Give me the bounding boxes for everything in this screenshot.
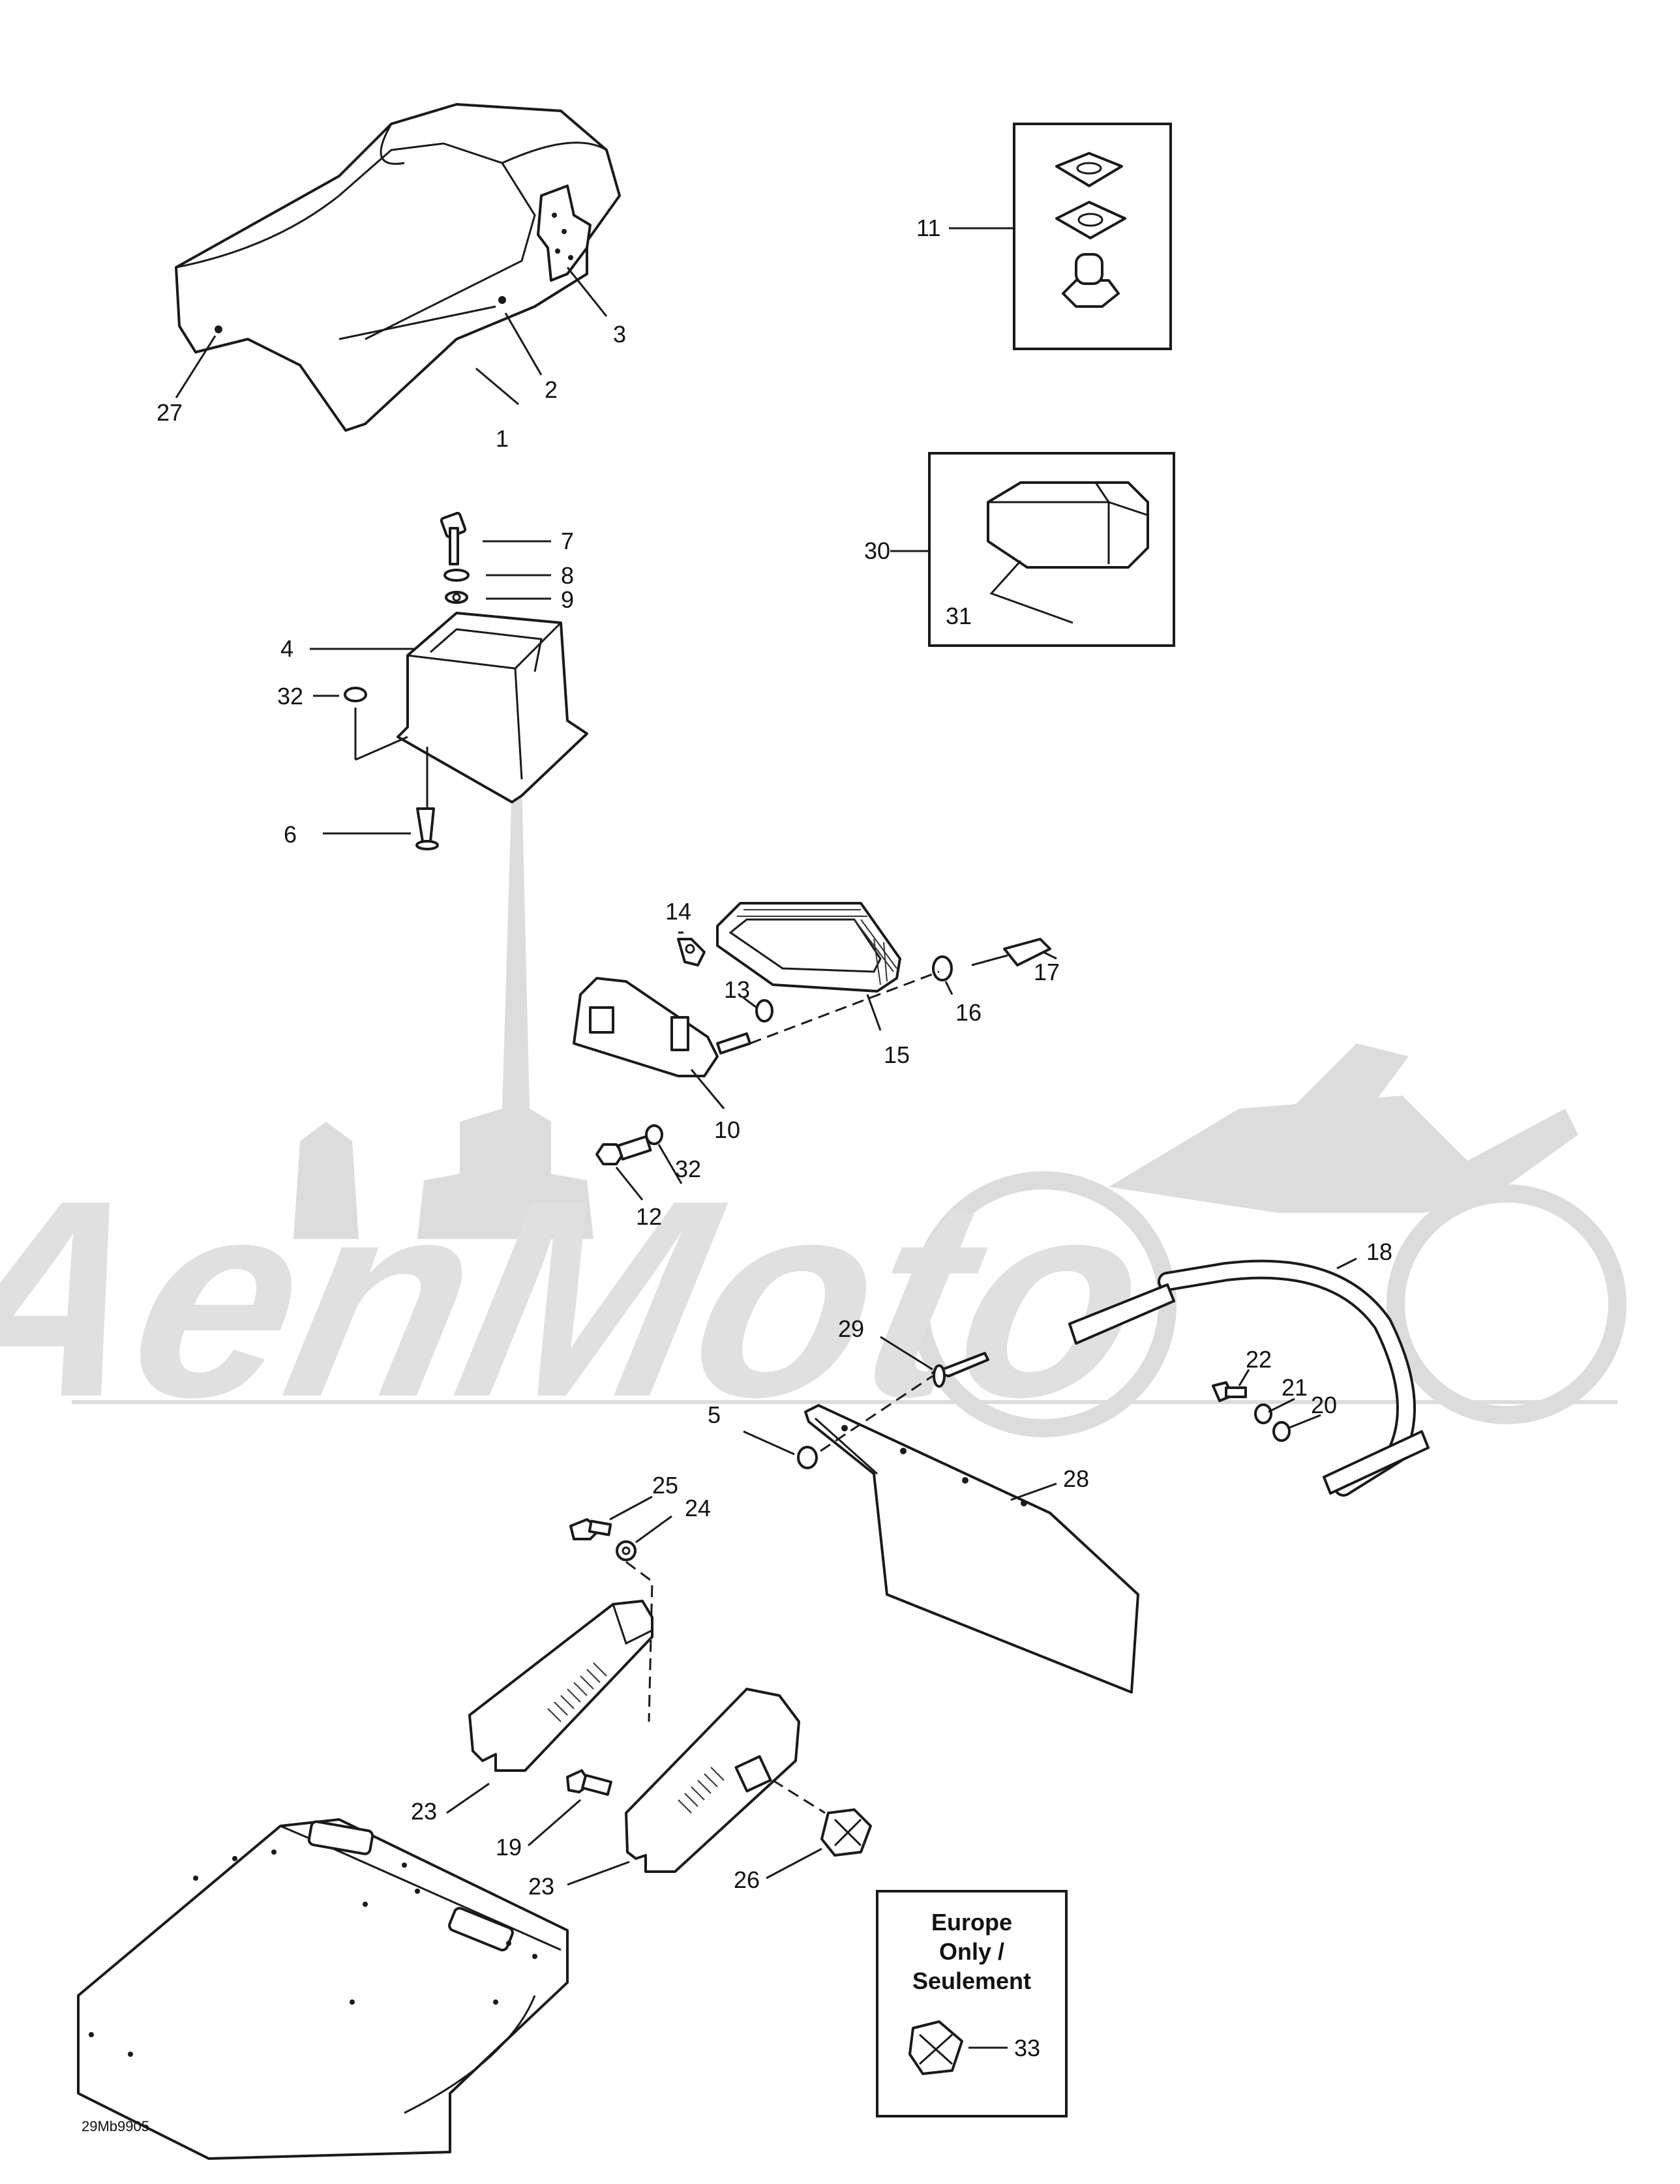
watermark-text: AenMoto	[0, 1142, 1172, 1456]
taillight-lens	[716, 902, 901, 993]
watermark-dome	[293, 1122, 359, 1239]
callout-21: 21	[1282, 1374, 1308, 1401]
callout-2: 2	[545, 376, 558, 403]
drawing-code: 29Mb9905	[82, 2118, 149, 2134]
callout-17: 17	[1034, 959, 1060, 985]
europe-box-line2: Only /	[939, 1938, 1004, 1965]
callout-18: 18	[1366, 1238, 1392, 1265]
callout-32a: 32	[277, 683, 303, 710]
switch-kit-box	[1013, 123, 1172, 350]
europe-box-line1: Europe	[931, 1909, 1012, 1936]
callout-25: 25	[652, 1472, 678, 1499]
callout-14: 14	[665, 898, 691, 925]
callout-31: 31	[946, 603, 972, 629]
side-covers-group	[468, 1518, 872, 1873]
storage-bag	[987, 481, 1149, 569]
callout-22: 22	[1246, 1346, 1272, 1373]
callout-20: 20	[1311, 1392, 1337, 1418]
callout-labels: 1 2 3 4 5 6 7 8 9 10 11 12 13 14 15 16 1…	[157, 215, 1392, 1900]
callout-5: 5	[708, 1401, 721, 1428]
reflector-europe	[908, 2020, 963, 2075]
callout-15: 15	[884, 1041, 910, 1068]
watermark: AenMoto	[0, 783, 1627, 1456]
callout-9: 9	[561, 586, 574, 613]
mud-flap	[804, 1404, 1139, 1694]
callout-3: 3	[613, 321, 626, 348]
europe-box-part-label: 33	[1014, 2035, 1040, 2061]
bag-kit-box	[928, 452, 1175, 647]
callout-4: 4	[280, 635, 293, 662]
callout-30: 30	[864, 537, 890, 564]
callout-6: 6	[284, 821, 297, 848]
callout-19: 19	[496, 1834, 522, 1861]
callout-8: 8	[561, 562, 574, 589]
callout-27: 27	[157, 399, 183, 426]
callout-10: 10	[714, 1116, 740, 1143]
callout-28: 28	[1063, 1465, 1089, 1492]
watermark-spire	[417, 783, 593, 1239]
callout-26: 26	[734, 1866, 760, 1893]
tunnel	[77, 1818, 569, 2160]
taillight-housing	[573, 977, 719, 1077]
callout-16: 16	[955, 999, 982, 1026]
callout-29: 29	[838, 1315, 864, 1342]
callout-23b: 23	[528, 1873, 554, 1900]
storage-tray-group	[344, 511, 588, 850]
grab-handle-group	[931, 1259, 1430, 1497]
callout-1: 1	[496, 425, 509, 452]
side-cover-left	[468, 1600, 653, 1772]
switch-kit-parts	[1055, 152, 1126, 308]
callout-7: 7	[561, 528, 574, 554]
callout-23a: 23	[411, 1798, 437, 1825]
callout-12: 12	[636, 1203, 662, 1230]
callout-32b: 32	[675, 1156, 701, 1182]
seat-cushion	[175, 103, 621, 432]
europe-box-line3: Seulement	[912, 1967, 1031, 1994]
callout-11: 11	[916, 215, 940, 241]
callout-24: 24	[685, 1495, 711, 1521]
taillight-assembly	[573, 902, 1051, 1165]
side-cover-right	[625, 1688, 800, 1873]
seat-assembly	[175, 103, 621, 432]
callout-13: 13	[724, 976, 750, 1003]
mud-flap-group	[797, 1375, 1139, 1694]
leader-lines	[175, 227, 1357, 1886]
europe-only-box	[876, 1890, 1068, 2117]
